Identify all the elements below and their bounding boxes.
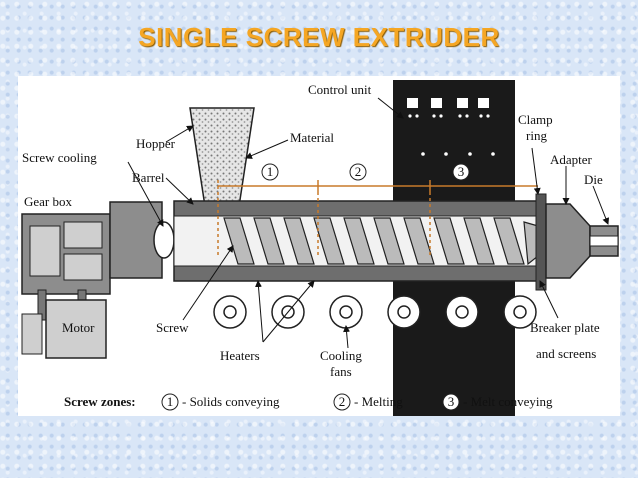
label-barrel: Barrel xyxy=(132,170,165,185)
adapter xyxy=(545,203,591,279)
label-control-unit: Control unit xyxy=(308,82,372,97)
zone-3-num: 3 xyxy=(448,394,455,409)
control-unit xyxy=(393,80,515,215)
motor xyxy=(21,299,107,359)
label-material: Material xyxy=(290,130,334,145)
svg-text:2: 2 xyxy=(355,164,362,179)
label-motor: Motor xyxy=(62,320,95,335)
zone-3-name: - Melt conveying xyxy=(463,394,553,409)
zones-heading: Screw zones: xyxy=(64,394,136,409)
svg-text:3: 3 xyxy=(458,164,465,179)
zone-2-num: 2 xyxy=(339,394,346,409)
gear-box xyxy=(21,213,111,321)
label-screw: Screw xyxy=(156,320,189,335)
label-and-screens: and screens xyxy=(536,346,596,361)
label-screw-cooling: Screw cooling xyxy=(22,150,97,165)
zone-dimension-line xyxy=(217,180,538,256)
label-breaker-plate: Breaker plate xyxy=(530,320,600,335)
label-cooling: Cooling xyxy=(320,348,362,363)
cooling-fans xyxy=(213,295,537,329)
label-heaters: Heaters xyxy=(220,348,260,363)
svg-text:1: 1 xyxy=(267,164,274,179)
label-ring: ring xyxy=(526,128,547,143)
label-die: Die xyxy=(584,172,603,187)
label-hopper: Hopper xyxy=(136,136,176,151)
label-clamp: Clamp xyxy=(518,112,553,127)
zone-2-name: - Melting xyxy=(354,394,403,409)
zone-1-name: - Solids conveying xyxy=(182,394,280,409)
zone-markers: 1 2 3 xyxy=(261,163,470,181)
breaker-plate xyxy=(535,193,547,291)
slide-title: SINGLE SCREW EXTRUDER xyxy=(138,22,500,52)
label-adapter: Adapter xyxy=(550,152,593,167)
zone-1-num: 1 xyxy=(167,394,174,409)
extruder-diagram: 1 2 3 Control unit Material Hopper Screw… xyxy=(21,80,619,416)
screw-zones-legend: Screw zones: 1 - Solids conveying 2 - Me… xyxy=(64,393,553,411)
label-gear-box: Gear box xyxy=(24,194,73,209)
leader-lines xyxy=(127,97,610,349)
screw xyxy=(223,217,539,266)
label-fans: fans xyxy=(330,364,352,379)
screw-cooling-coil xyxy=(153,221,175,259)
extruder-figure: 1 2 3 Control unit Material Hopper Screw… xyxy=(18,76,620,416)
